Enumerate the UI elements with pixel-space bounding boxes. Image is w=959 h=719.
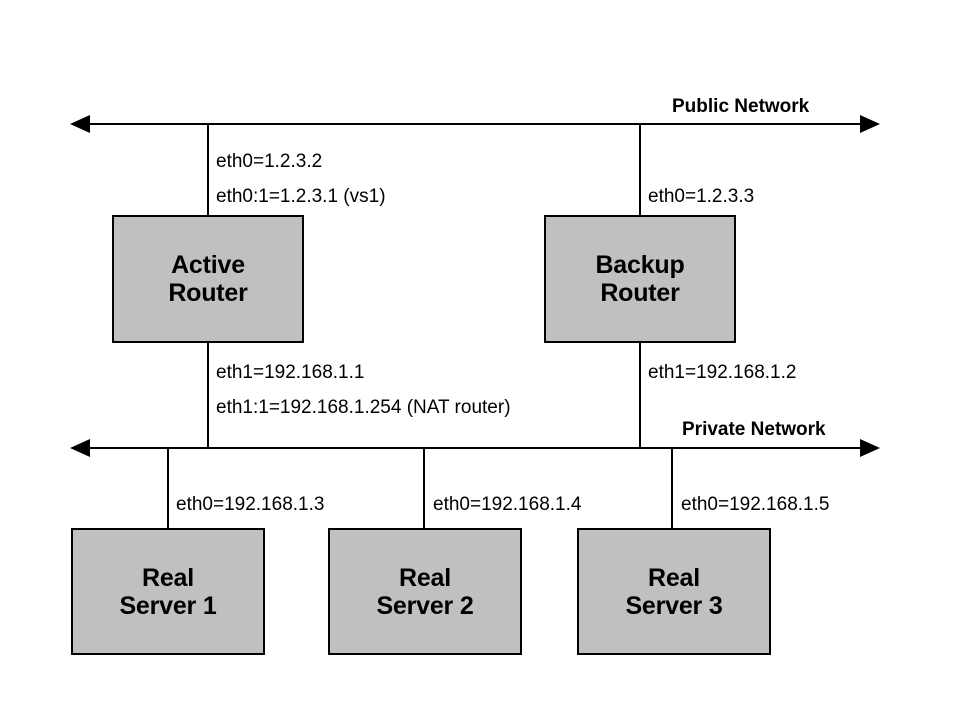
node-backup-router-line-1: Backup bbox=[595, 251, 685, 279]
node-backup-router[interactable]: Backup Router bbox=[544, 215, 736, 343]
node-backup-router-line-2: Router bbox=[600, 279, 680, 307]
node-real-server-3-line-2: Server 3 bbox=[625, 591, 723, 620]
node-active-router-line-2: Router bbox=[168, 279, 248, 307]
node-real-server-2-line-1: Real bbox=[398, 563, 451, 592]
node-real-server-3-line-1: Real bbox=[647, 563, 700, 592]
node-real-server-2-line-2: Server 2 bbox=[376, 591, 474, 620]
node-real-server-1[interactable]: Real Server 1 bbox=[71, 528, 265, 655]
node-real-server-3[interactable]: Real Server 3 bbox=[577, 528, 771, 655]
node-active-router[interactable]: Active Router bbox=[112, 215, 304, 343]
iface-label-real-server-3: eth0=192.168.1.5 bbox=[681, 494, 830, 515]
iface-label-active-public-primary: eth0=1.2.3.2 bbox=[216, 151, 323, 172]
private-network-label: Private Network bbox=[682, 419, 826, 440]
iface-label-active-private-nat: eth1:1=192.168.1.254 (NAT router) bbox=[216, 397, 511, 418]
public-network-bus bbox=[70, 115, 880, 133]
iface-label-active-private-primary: eth1=192.168.1.1 bbox=[216, 362, 365, 383]
public-network-label: Public Network bbox=[672, 96, 810, 117]
node-active-router-line-1: Active bbox=[171, 251, 245, 279]
iface-label-backup-private: eth1=192.168.1.2 bbox=[648, 362, 797, 383]
node-real-server-1-line-2: Server 1 bbox=[119, 591, 217, 620]
iface-label-real-server-2: eth0=192.168.1.4 bbox=[433, 494, 582, 515]
iface-label-active-public-virtual: eth0:1=1.2.3.1 (vs1) bbox=[216, 186, 386, 207]
node-real-server-2[interactable]: Real Server 2 bbox=[328, 528, 522, 655]
private-network-bus bbox=[70, 439, 880, 457]
iface-label-real-server-1: eth0=192.168.1.3 bbox=[176, 494, 325, 515]
node-real-server-1-line-1: Real bbox=[141, 563, 194, 592]
iface-label-backup-public: eth0=1.2.3.3 bbox=[648, 186, 755, 207]
